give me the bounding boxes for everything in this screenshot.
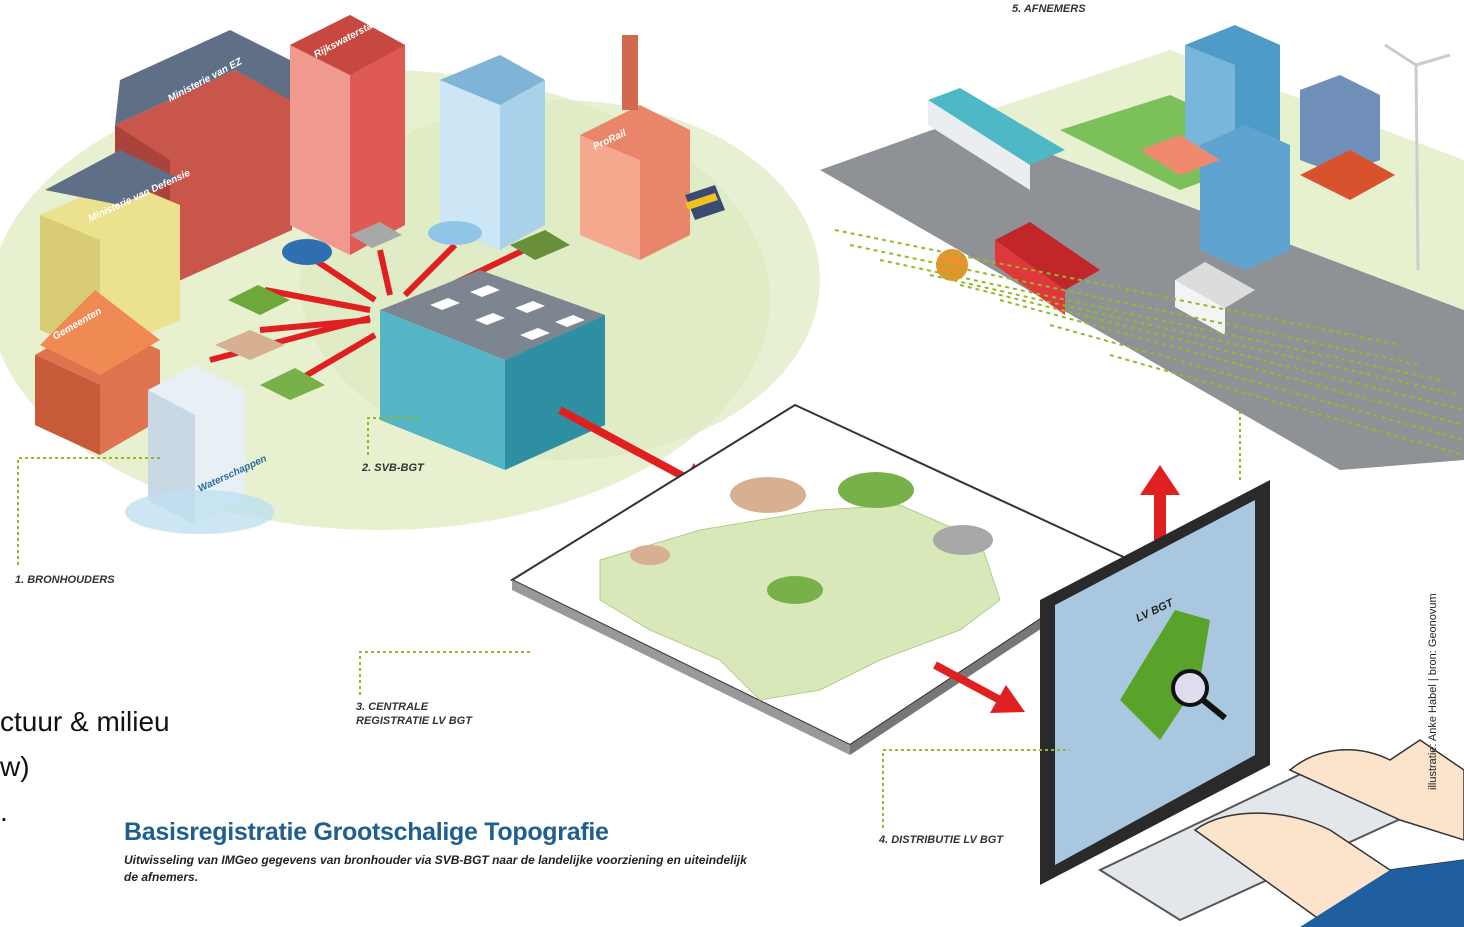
clipped-text-line1: ctuur & milieu xyxy=(0,706,170,737)
label-centrale: 3. CENTRALE REGISTRATIE LV BGT xyxy=(356,700,472,728)
illustration-credit: illustratie: Anke Habel | bron: Geonovum xyxy=(1427,593,1439,790)
label-distributie: 4. DISTRIBUTIE LV BGT xyxy=(879,834,1004,846)
label-leaders xyxy=(17,410,1241,828)
bus-icon xyxy=(928,88,1065,190)
building-prorail xyxy=(580,35,690,260)
dotted-grid xyxy=(834,229,1464,456)
building-gemeenten xyxy=(35,290,160,455)
wind-turbine-icon xyxy=(1384,43,1451,271)
train-icon xyxy=(685,185,725,220)
illustration-title: Basisregistratie Grootschalige Topografi… xyxy=(124,818,609,846)
data-tiles xyxy=(215,221,570,400)
arrow-map-to-monitor xyxy=(933,661,1025,713)
clipped-text-line3: . xyxy=(0,796,8,827)
building-rijkswaterstaat xyxy=(290,15,405,255)
label-bronhouders: 1. BRONHOUDERS xyxy=(15,574,115,586)
svb-bgt-building xyxy=(380,270,605,470)
illustration-subtitle: Uitwisseling van IMGeo gegevens van bron… xyxy=(124,853,747,884)
hand-icon xyxy=(1193,739,1464,927)
label-afnemers: 5. AFNEMERS xyxy=(1012,3,1086,15)
label-centrale-line1: 3. CENTRALE xyxy=(356,701,429,713)
label-svb-bgt: 2. SVB-BGT xyxy=(362,462,424,474)
label-centrale-line2: REGISTRATIE LV BGT xyxy=(356,715,472,727)
building-provincies xyxy=(440,55,545,250)
clipped-text-line2: w) xyxy=(0,751,30,782)
building-waterschappen xyxy=(125,365,275,534)
monitor xyxy=(1040,480,1270,885)
